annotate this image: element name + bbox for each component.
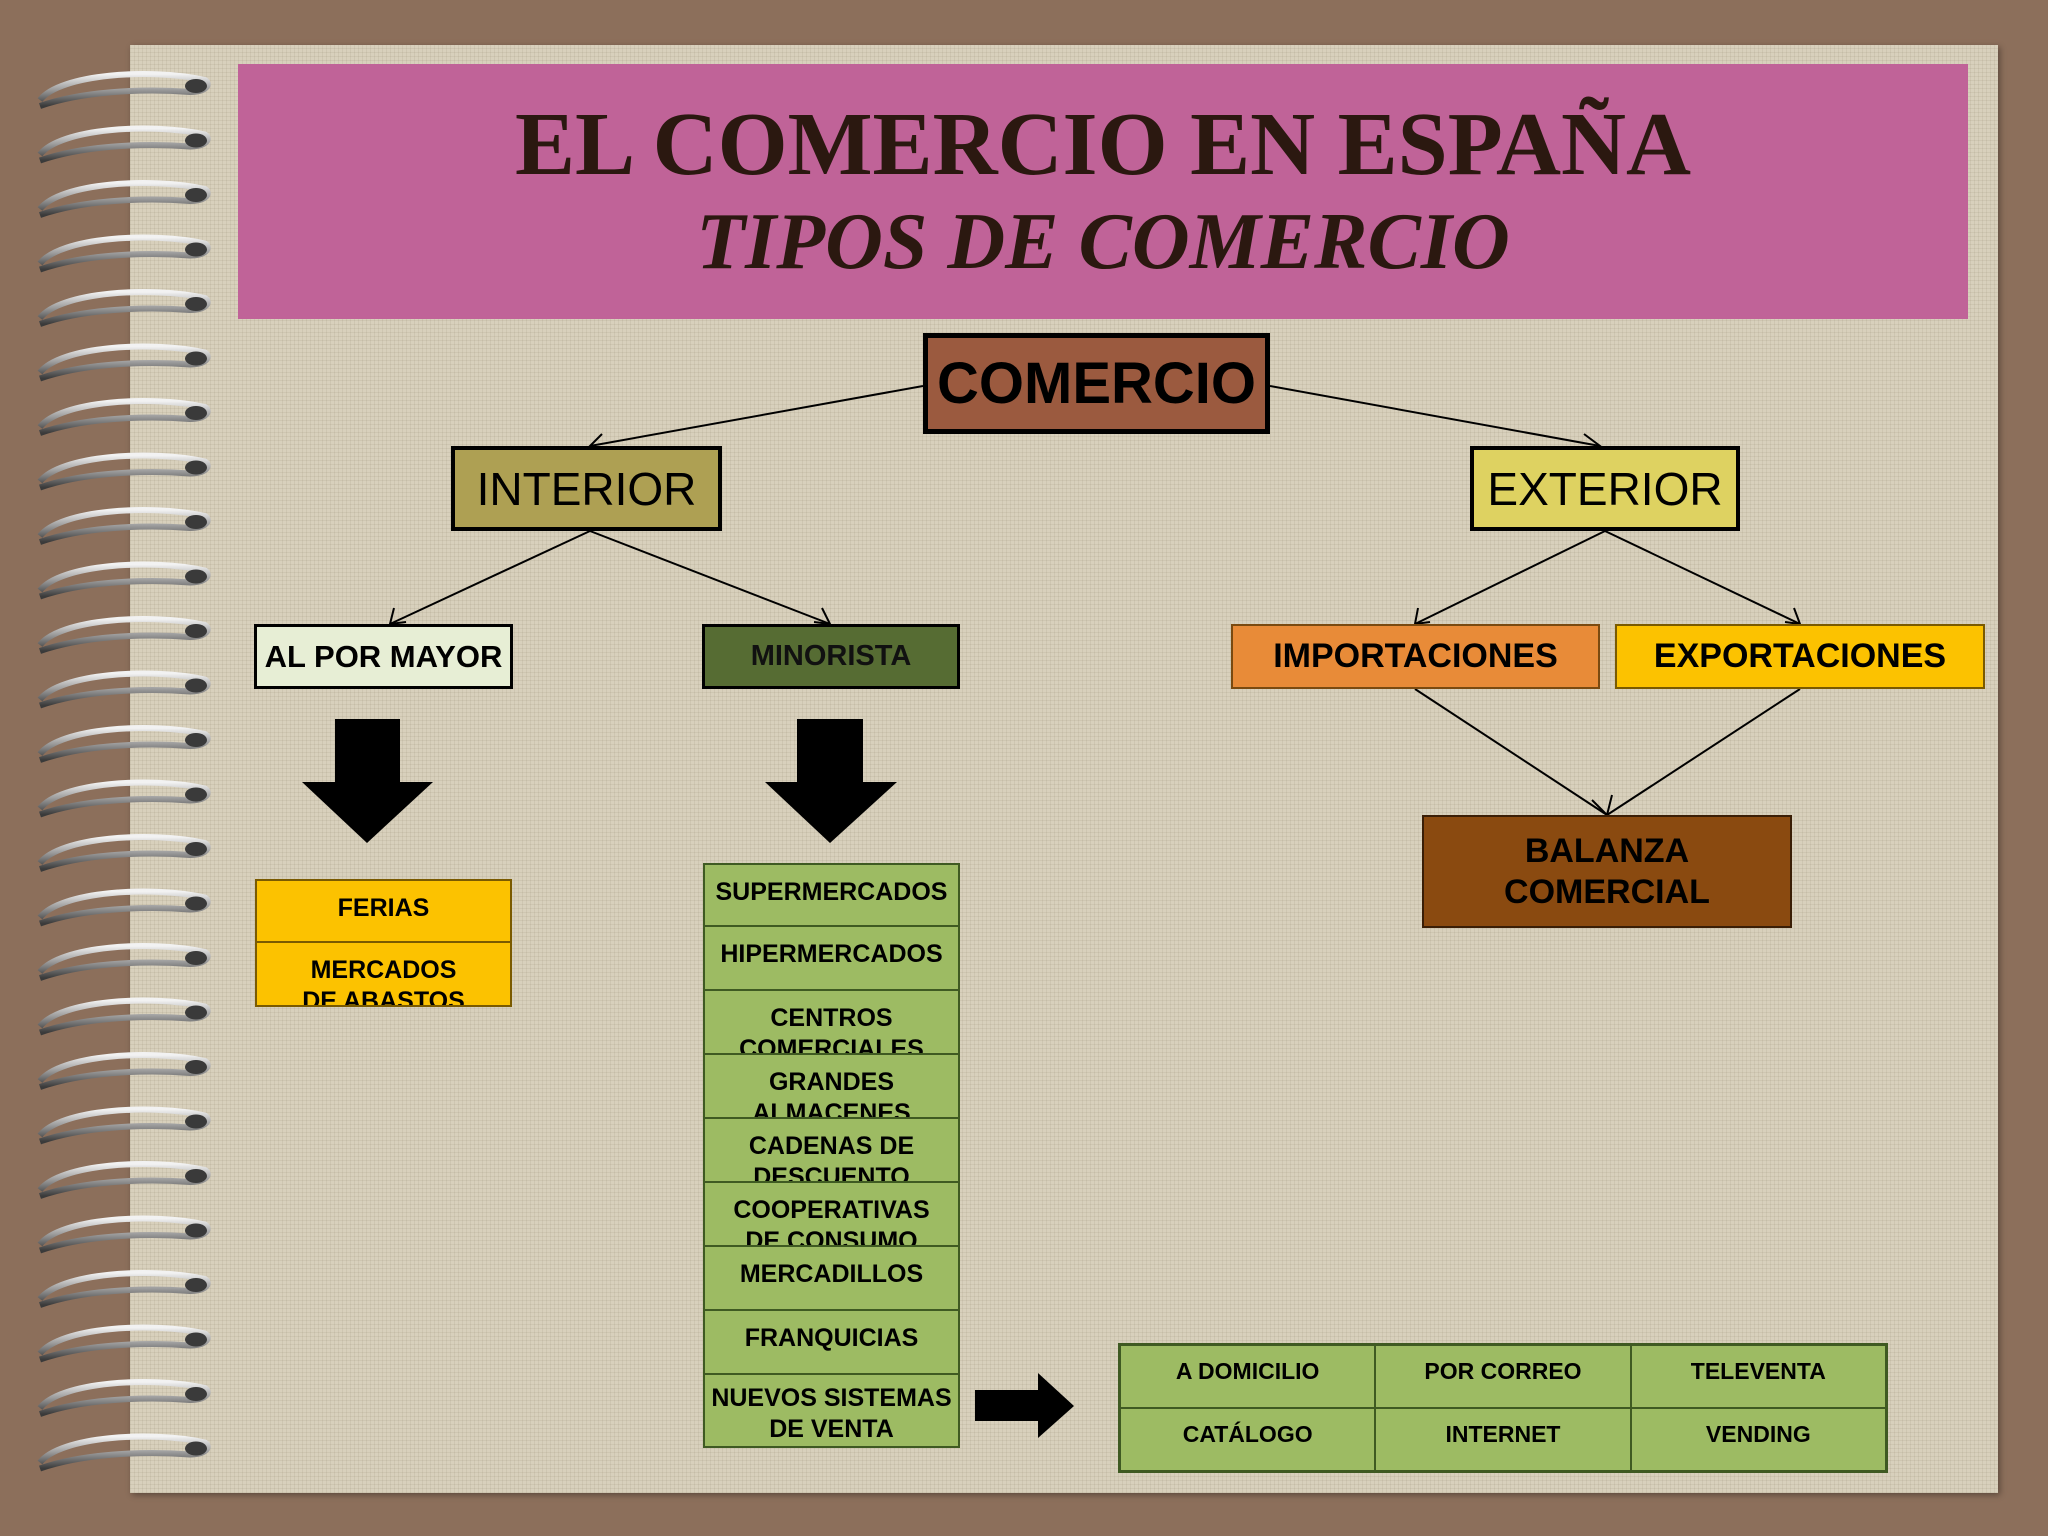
binding-hole bbox=[185, 1005, 207, 1020]
node-interior: INTERIOR bbox=[451, 446, 722, 531]
binding-hole bbox=[185, 842, 207, 856]
binding-hole bbox=[185, 569, 207, 584]
binding-hole bbox=[185, 1332, 207, 1347]
node-exportaciones: EXPORTACIONES bbox=[1615, 624, 1985, 689]
connector-exterior-exportaciones bbox=[1604, 530, 1801, 625]
binding-hole bbox=[185, 624, 207, 638]
right-arrow-nuevos bbox=[975, 1373, 1074, 1438]
nuevos-sistemas-grid: A DOMICILIO POR CORREO TELEVENTA CATÁLOG… bbox=[1118, 1343, 1888, 1473]
binding-hole bbox=[185, 1060, 207, 1074]
connector-root-interior bbox=[589, 385, 924, 447]
binding-hole bbox=[185, 515, 207, 529]
down-arrow-minorista bbox=[765, 719, 897, 843]
arrowhead bbox=[388, 607, 407, 626]
binding-hole bbox=[185, 1441, 207, 1456]
connector-interior-minorista bbox=[589, 530, 831, 625]
minorista-item: CADENAS DE DESCUENTO bbox=[703, 1119, 960, 1183]
connector-interior-mayor bbox=[389, 530, 591, 625]
binding-hole bbox=[185, 896, 207, 911]
sistema-cell: CATÁLOGO bbox=[1120, 1408, 1376, 1471]
minorista-item: HIPERMERCADOS bbox=[703, 927, 960, 991]
minorista-item: MERCADILLOS bbox=[703, 1247, 960, 1311]
sistema-cell: VENDING bbox=[1630, 1408, 1886, 1471]
mayor-list: FERIAS MERCADOS DE ABASTOS bbox=[255, 879, 512, 1007]
binding-hole bbox=[185, 297, 207, 311]
binding-hole bbox=[185, 1114, 207, 1129]
title-banner bbox=[238, 64, 1968, 319]
binding-hole bbox=[185, 133, 207, 148]
node-balanza-comercial: BALANZA COMERCIAL bbox=[1422, 815, 1792, 928]
minorista-list: SUPERMERCADOS HIPERMERCADOS CENTROS COME… bbox=[703, 863, 960, 1448]
arrowhead bbox=[1413, 607, 1431, 626]
binding-hole bbox=[185, 733, 207, 747]
binding-hole bbox=[185, 188, 207, 202]
minorista-item: CENTROS COMERCIALES bbox=[703, 991, 960, 1055]
binding-hole bbox=[185, 1223, 207, 1238]
connector-exterior-importaciones bbox=[1414, 530, 1606, 625]
binding-hole bbox=[185, 1387, 207, 1401]
sistema-cell: A DOMICILIO bbox=[1120, 1345, 1376, 1408]
sistema-cell: TELEVENTA bbox=[1630, 1345, 1886, 1408]
minorista-item: SUPERMERCADOS bbox=[703, 863, 960, 927]
node-al-por-mayor: AL POR MAYOR bbox=[254, 624, 513, 689]
node-comercio: COMERCIO bbox=[923, 333, 1270, 434]
connector-root-exterior bbox=[1269, 385, 1601, 447]
binding-hole bbox=[185, 460, 207, 475]
arrowhead bbox=[1784, 607, 1802, 626]
binding-hole bbox=[185, 951, 207, 965]
binding-hole bbox=[185, 1278, 207, 1292]
node-exterior: EXTERIOR bbox=[1470, 446, 1740, 531]
page-title: EL COMERCIO EN ESPAÑA bbox=[515, 95, 1691, 194]
binding-hole bbox=[185, 242, 207, 257]
sistema-cell: INTERNET bbox=[1375, 1408, 1631, 1471]
sistema-cell: POR CORREO bbox=[1375, 1345, 1631, 1408]
connector-exportaciones-balanza bbox=[1606, 688, 1801, 816]
connector-importaciones-balanza bbox=[1414, 688, 1608, 816]
minorista-item: FRANQUICIAS bbox=[703, 1311, 960, 1375]
binding-hole bbox=[185, 678, 207, 693]
node-minorista: MINORISTA bbox=[702, 624, 960, 689]
binding-hole bbox=[185, 787, 207, 802]
binding-hole bbox=[185, 1169, 207, 1183]
balanza-line-1: BALANZA bbox=[1524, 831, 1690, 870]
mayor-item-mercados: MERCADOS DE ABASTOS bbox=[255, 943, 512, 1007]
minorista-item: COOPERATIVAS DE CONSUMO bbox=[703, 1183, 960, 1247]
mayor-item-ferias: FERIAS bbox=[255, 879, 512, 943]
binding-hole bbox=[185, 406, 207, 420]
minorista-item-nuevos-sistemas: NUEVOS SISTEMAS DE VENTA bbox=[703, 1375, 960, 1448]
down-arrow-mayor bbox=[302, 719, 433, 843]
node-importaciones: IMPORTACIONES bbox=[1231, 624, 1600, 689]
page-subtitle: TIPOS DE COMERCIO bbox=[696, 198, 1510, 286]
binding-hole bbox=[185, 79, 207, 93]
minorista-item: GRANDES ALMACENES bbox=[703, 1055, 960, 1119]
balanza-line-2: COMERCIAL bbox=[1504, 872, 1710, 911]
spiral-binding bbox=[37, 71, 211, 1472]
binding-hole bbox=[185, 351, 207, 366]
